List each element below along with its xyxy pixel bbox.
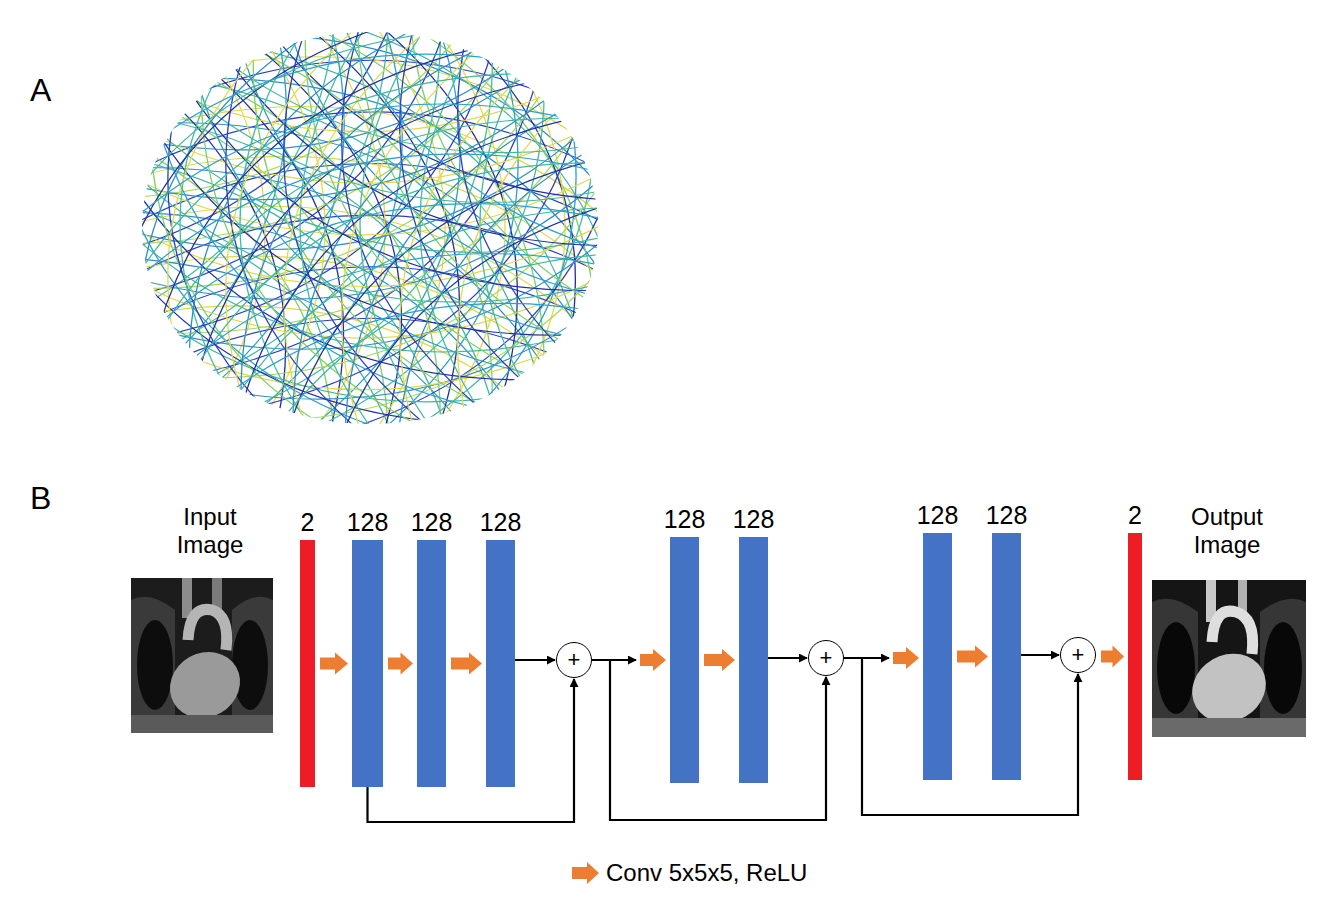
output-mri-image bbox=[1152, 580, 1306, 737]
connector bbox=[1021, 655, 1059, 656]
sum-symbol: + bbox=[1072, 644, 1085, 666]
connector bbox=[957, 646, 988, 668]
channel-count: 128 bbox=[664, 506, 706, 534]
image-caption: Input Image bbox=[150, 503, 270, 558]
conv-arrow bbox=[957, 646, 988, 668]
feature-map-bar: 2 bbox=[1128, 533, 1142, 780]
connector bbox=[320, 653, 348, 675]
panel-letter: B bbox=[30, 480, 51, 517]
connector bbox=[368, 679, 575, 822]
data-line bbox=[844, 658, 1078, 815]
connector bbox=[451, 653, 482, 675]
legend-text: Conv 5x5x5, ReLU bbox=[606, 859, 807, 887]
conv-arrow bbox=[388, 653, 413, 675]
feature-map-bar: 128 bbox=[486, 540, 515, 787]
feature-map-bar: 128 bbox=[923, 533, 952, 780]
feature-map-bar: 128 bbox=[739, 537, 768, 783]
connector bbox=[768, 658, 807, 659]
channel-count: 128 bbox=[347, 509, 389, 537]
connector bbox=[388, 653, 413, 675]
conv-arrow bbox=[704, 649, 735, 671]
sum-node: + bbox=[808, 640, 844, 676]
sum-symbol: + bbox=[820, 647, 833, 669]
data-line bbox=[368, 679, 575, 822]
image-caption: Output Image bbox=[1167, 503, 1287, 558]
conv-arrow bbox=[640, 649, 666, 671]
data-line bbox=[768, 657, 807, 659]
input-mri-image bbox=[131, 578, 273, 733]
connector bbox=[592, 660, 826, 820]
sum-node: + bbox=[1060, 637, 1096, 673]
data-line bbox=[515, 659, 555, 661]
feature-map-bar: 128 bbox=[417, 540, 446, 787]
feature-map-bar: 2 bbox=[300, 540, 315, 787]
sum-node: + bbox=[556, 642, 592, 678]
conv-arrow bbox=[320, 653, 348, 675]
legend-arrow bbox=[572, 862, 599, 884]
conv-arrow bbox=[451, 653, 482, 675]
sum-symbol: + bbox=[568, 649, 581, 671]
conv-arrow bbox=[893, 647, 919, 669]
connector bbox=[1101, 646, 1124, 668]
connector bbox=[844, 658, 1078, 815]
feature-map-bar: 128 bbox=[992, 533, 1021, 780]
feature-map-bar: 128 bbox=[352, 540, 383, 787]
channel-count: 128 bbox=[917, 502, 959, 530]
channel-count: 2 bbox=[301, 509, 315, 537]
data-line bbox=[592, 660, 826, 820]
panel-letter: A bbox=[30, 72, 51, 109]
channel-count: 128 bbox=[480, 509, 522, 537]
channel-count: 128 bbox=[733, 506, 775, 534]
trajectory-ball bbox=[6, 0, 729, 541]
channel-count: 128 bbox=[986, 502, 1028, 530]
connector bbox=[704, 649, 735, 671]
channel-count: 2 bbox=[1128, 502, 1142, 530]
feature-map-bar: 128 bbox=[670, 537, 699, 783]
channel-count: 128 bbox=[411, 509, 453, 537]
data-line bbox=[1021, 654, 1059, 656]
connector bbox=[515, 660, 555, 661]
conv-arrow bbox=[1101, 646, 1124, 668]
